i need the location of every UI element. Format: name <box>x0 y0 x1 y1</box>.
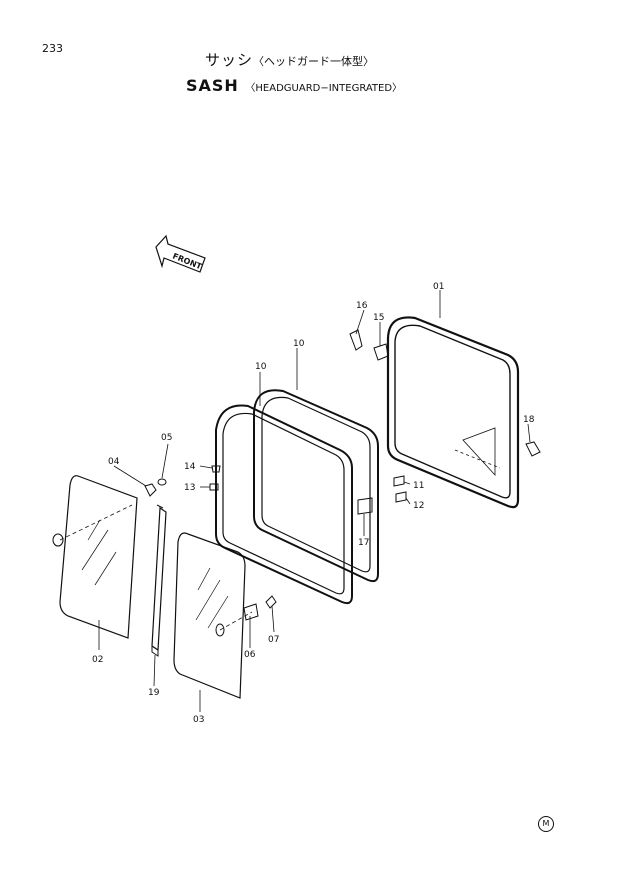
label-03: 03 <box>193 715 204 725</box>
label-12: 12 <box>413 501 424 511</box>
title-jp-main: サッシ <box>205 51 254 69</box>
glass-panel-02 <box>52 475 138 639</box>
label-16: 16 <box>356 301 368 311</box>
label-11: 11 <box>413 481 424 491</box>
label-14: 14 <box>184 462 196 472</box>
front-arrow-icon: FRONT <box>155 234 206 273</box>
title-japanese: サッシ〈ヘッドガード一体型〉 <box>205 49 374 70</box>
front-label: FRONT <box>171 252 203 272</box>
label-10-rear: 10 <box>293 339 305 349</box>
label-01: 01 <box>433 282 444 292</box>
part-labels: 01 02 03 04 05 06 07 10 10 11 12 13 14 1… <box>92 282 535 725</box>
title-jp-sub: 〈ヘッドガード一体型〉 <box>253 55 375 68</box>
label-05: 05 <box>161 433 172 443</box>
leader-lines <box>98 290 531 712</box>
label-07: 07 <box>268 635 279 645</box>
label-04: 04 <box>108 457 120 467</box>
label-18: 18 <box>523 415 535 425</box>
page-number: 233 <box>42 42 63 55</box>
label-10-front: 10 <box>255 362 267 372</box>
seal-frame-10-front <box>215 404 353 605</box>
title-en-sub: 〈HEADGUARD−INTEGRATED〉 <box>245 83 403 94</box>
hardware-parts <box>144 329 541 621</box>
label-15: 15 <box>373 313 384 323</box>
label-19: 19 <box>148 688 160 698</box>
label-17: 17 <box>358 538 369 548</box>
glass-panel-03 <box>173 532 253 699</box>
corner-mark-badge: M <box>538 816 554 832</box>
seal-frame-10-rear <box>253 389 379 583</box>
label-02: 02 <box>92 655 103 665</box>
title-english: SASH 〈HEADGUARD−INTEGRATED〉 <box>186 76 402 95</box>
label-06: 06 <box>244 650 256 660</box>
sash-frame-01 <box>386 316 520 509</box>
title-en-main: SASH <box>186 76 239 95</box>
seal-strip-19 <box>151 504 167 657</box>
label-13: 13 <box>184 483 195 493</box>
